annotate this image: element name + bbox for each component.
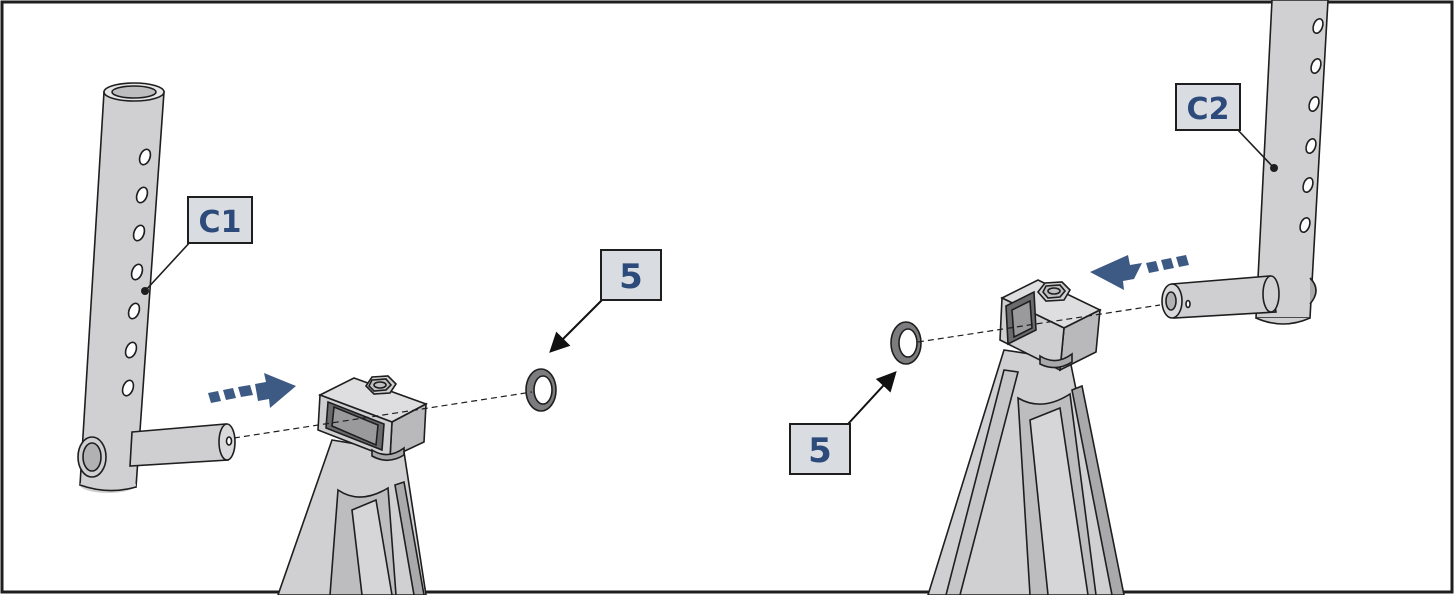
left-alignment-line [233,391,533,439]
left-assembly: C1 5 [77,82,662,595]
right-upright-tube [1161,0,1329,325]
label-c1-box [187,196,253,244]
label-c2-leader [1235,127,1275,169]
left-washer [525,368,557,412]
left-motion-arrow-icon [208,373,296,408]
label-part-5-left-leader [549,299,603,353]
label-part-5-left-text: 5 [619,257,643,297]
label-part-5-left: 5 [549,249,662,353]
label-part-5-left-box [600,249,662,301]
left-stand [277,439,427,595]
label-part-5-right-text: 5 [808,431,832,471]
label-part-5-right-leader [847,371,897,425]
left-upright-tube [77,82,236,493]
right-alignment-line [917,304,1161,343]
right-washer [890,321,922,365]
left-tube-holes [121,148,152,397]
label-c2-box [1175,83,1241,131]
label-c1-leader [144,239,193,292]
left-clamp-block [317,375,428,462]
label-c1: C1 [141,196,253,295]
label-c2-text: C2 [1187,92,1230,127]
label-c1-text: C1 [199,205,242,240]
right-stand [927,349,1125,595]
label-part-5-right: 5 [789,371,897,475]
right-clamp-block [999,279,1102,372]
label-part-5-right-box [789,423,851,475]
right-tube-holes [1299,17,1324,234]
label-c2: C2 [1175,83,1278,172]
right-motion-arrow-icon [1090,255,1189,290]
right-assembly: C2 5 [789,0,1329,595]
